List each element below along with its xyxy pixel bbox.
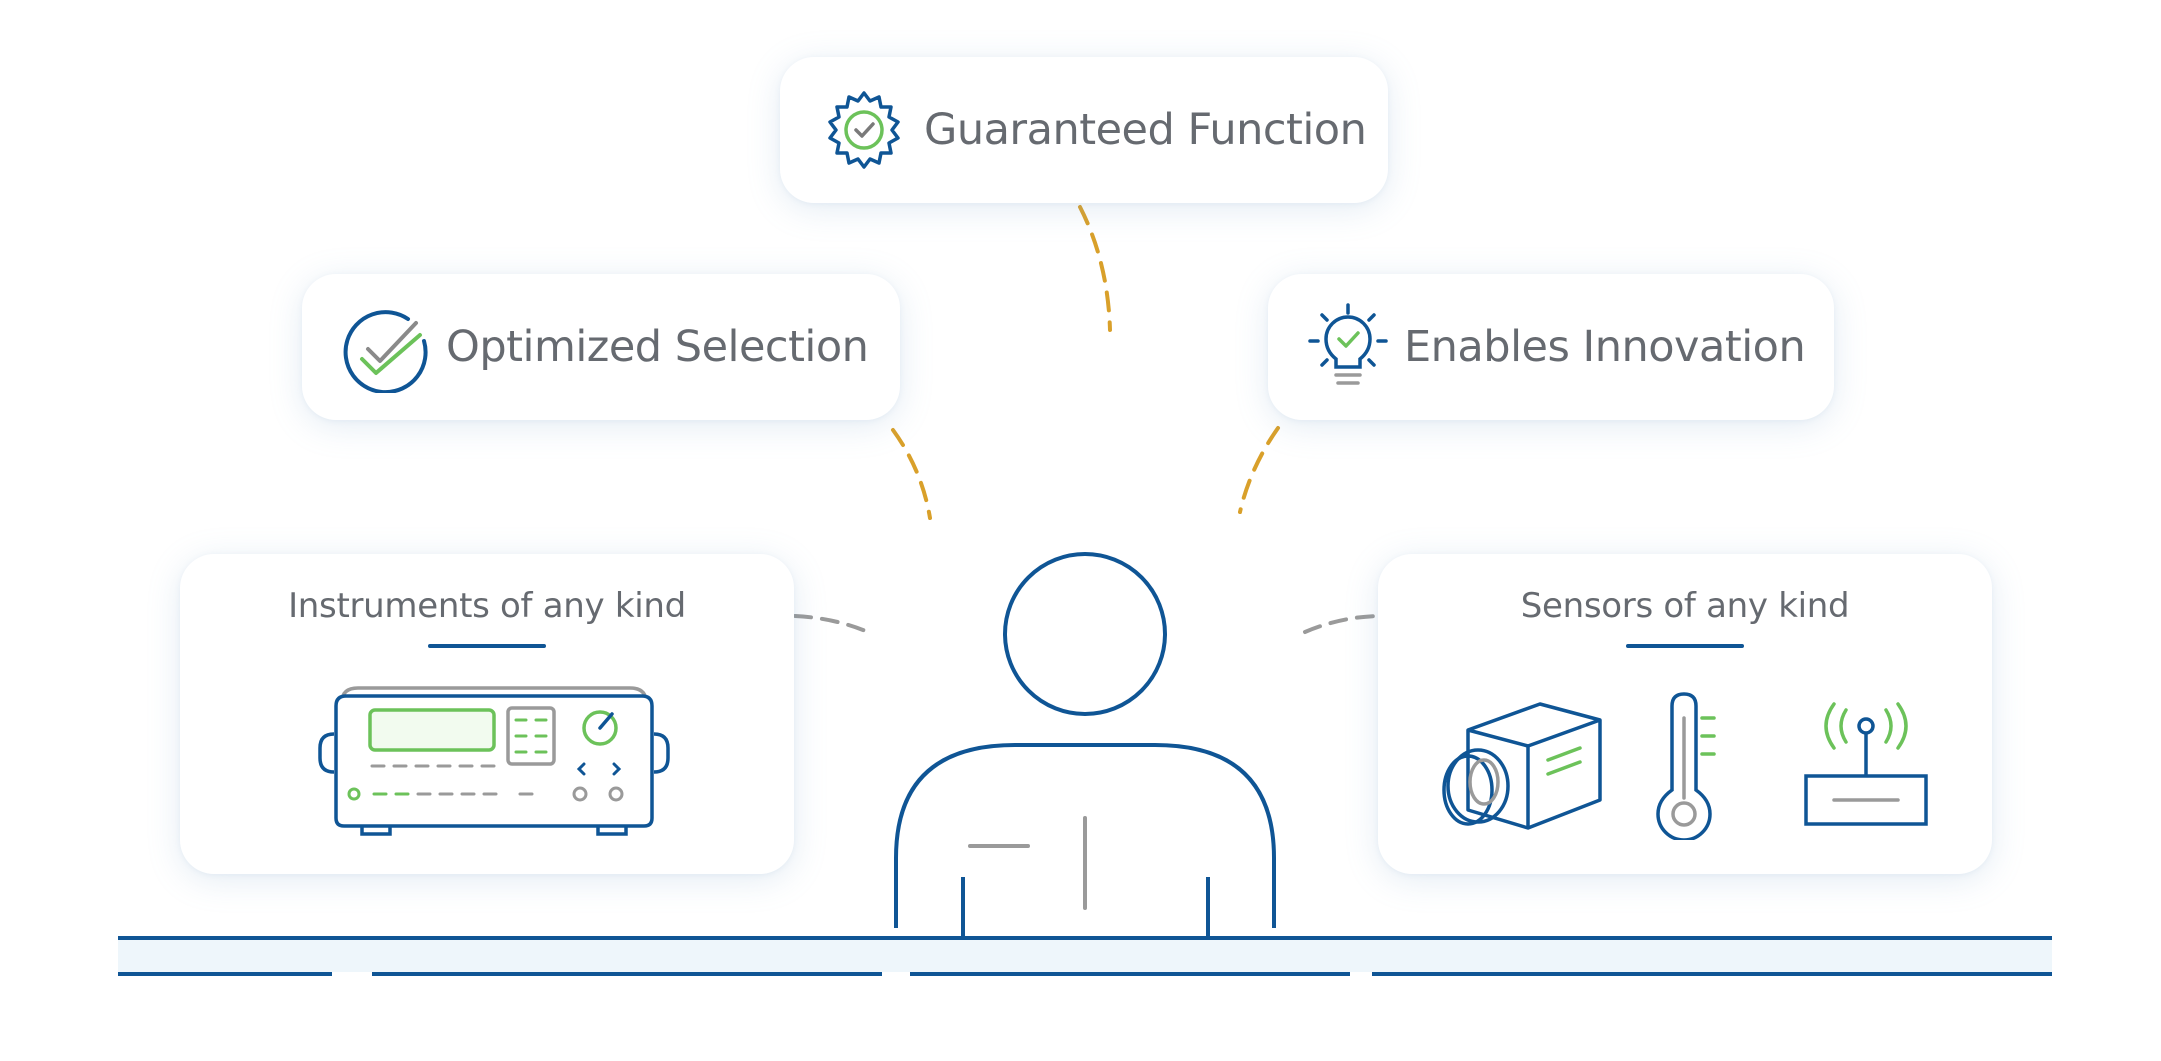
sensors-box-underline xyxy=(1626,644,1744,648)
connector-sensors xyxy=(1303,614,1380,634)
person-body xyxy=(894,743,1276,928)
person-head xyxy=(1003,552,1167,716)
person-figure xyxy=(894,552,1276,938)
gear-check-icon xyxy=(828,91,900,169)
instruments-box-underline xyxy=(428,644,546,648)
bench-instrument-icon xyxy=(318,686,670,836)
camera-icon xyxy=(1442,702,1602,830)
sensors-box: Sensors of any kind xyxy=(1378,554,1992,874)
sensors-box-title: Sensors of any kind xyxy=(1520,586,1850,626)
connector-innovation xyxy=(1238,426,1280,514)
card-guaranteed-function-label: Guaranteed Function xyxy=(924,105,1367,155)
connector-guaranteed xyxy=(1078,205,1112,332)
thermometer-icon xyxy=(1656,692,1716,840)
person-details xyxy=(968,816,1087,910)
connector-instruments xyxy=(793,614,870,634)
wireless-router-icon xyxy=(1804,702,1928,826)
floor-band xyxy=(118,940,2052,972)
instruments-box-title: Instruments of any kind xyxy=(288,586,686,626)
connector-optimized xyxy=(891,428,932,520)
card-optimized-selection: Optimized Selection xyxy=(302,274,900,420)
card-guaranteed-function: Guaranteed Function xyxy=(780,57,1388,203)
lightbulb-icon xyxy=(1308,303,1388,385)
circle-check-icon xyxy=(343,310,428,393)
instruments-box: Instruments of any kind xyxy=(180,554,794,874)
card-enables-innovation-label: Enables Innovation xyxy=(1404,322,1806,372)
card-optimized-selection-label: Optimized Selection xyxy=(446,322,869,372)
card-enables-innovation: Enables Innovation xyxy=(1268,274,1834,420)
